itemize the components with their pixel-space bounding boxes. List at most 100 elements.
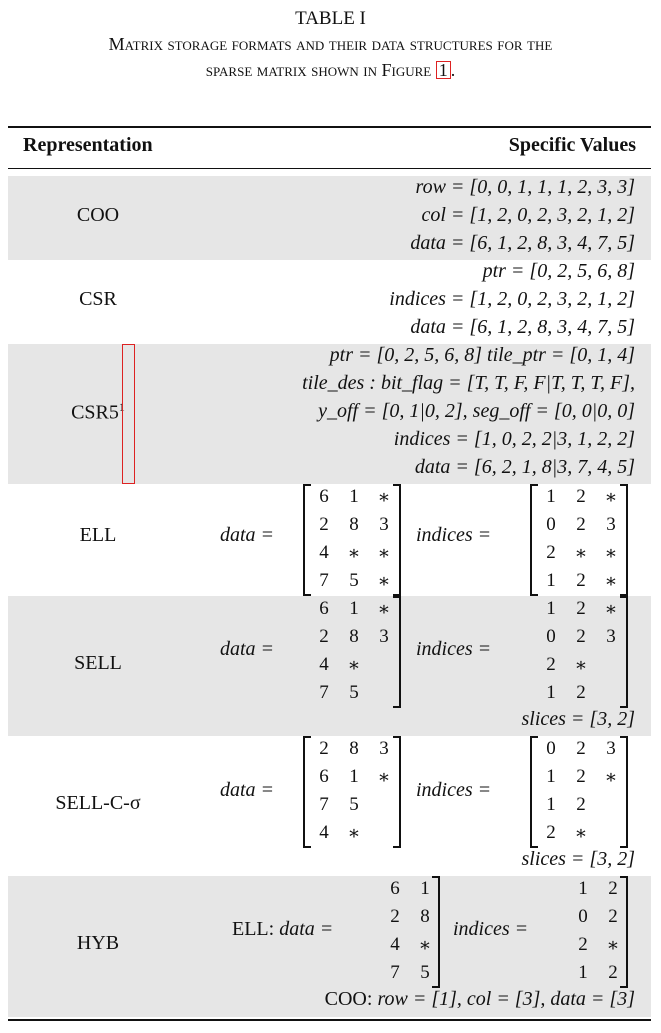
- matrix-cell: 2: [608, 962, 618, 983]
- hyb-indices-label: indices =: [453, 918, 529, 940]
- matrix-cell: 2: [576, 682, 586, 703]
- csr5-ptr-arrays: ptr = [0, 2, 5, 6, 8] tile_ptr = [0, 1, …: [329, 344, 635, 366]
- table-number: TABLE I: [295, 8, 366, 29]
- matrix-cell: 2: [319, 514, 329, 535]
- matrix-cell: 5: [349, 570, 359, 591]
- matrix-cell: ∗: [377, 767, 391, 788]
- top-rule: [8, 126, 651, 128]
- row-coo: COO row = [0, 0, 1, 1, 1, 2, 3, 3] col =…: [8, 176, 651, 260]
- matrix-cell: 1: [546, 486, 556, 507]
- matrix-cell: 1: [349, 598, 359, 619]
- csr-indices-array: indices = [1, 2, 0, 2, 3, 2, 1, 2]: [389, 288, 635, 310]
- matrix-cell: ∗: [347, 543, 361, 564]
- left-bracket: [303, 736, 311, 848]
- matrix-cell: 6: [390, 878, 400, 899]
- figure-reference-link[interactable]: 1: [435, 61, 451, 79]
- matrix-cell: 1: [546, 766, 556, 787]
- row-label: ELL: [79, 524, 117, 546]
- matrix-cell: 2: [576, 738, 586, 759]
- sellc-data-label: data =: [220, 779, 275, 801]
- matrix-cell: ∗: [377, 599, 391, 620]
- right-bracket: [393, 484, 401, 596]
- matrix-cell: 8: [349, 738, 359, 759]
- table-caption-line2: sparse matrix shown in Figure 1.: [205, 60, 456, 80]
- ell-data-label: data =: [220, 524, 275, 546]
- matrix-cell: 5: [349, 794, 359, 815]
- matrix-cell: 4: [319, 654, 329, 675]
- csr5-offsets: y_off = [0, 1|0, 2], seg_off = [0, 0|0, …: [318, 400, 635, 422]
- matrix-cell: 2: [576, 570, 586, 591]
- matrix-cell: 1: [546, 682, 556, 703]
- matrix-cell: 3: [379, 738, 389, 759]
- matrix-cell: 1: [546, 598, 556, 619]
- matrix-cell: 0: [546, 626, 556, 647]
- csr5-indices-array: indices = [1, 0, 2, 2|3, 1, 2, 2]: [393, 428, 635, 450]
- matrix-cell: 2: [546, 654, 556, 675]
- hyb-ell-data-label: ELL: data =: [232, 918, 334, 940]
- matrix-cell: 6: [319, 766, 329, 787]
- matrix-cell: ∗: [574, 823, 588, 844]
- matrix-cell: 7: [319, 682, 329, 703]
- matrix-cell: ∗: [574, 655, 588, 676]
- matrix-cell: ∗: [604, 599, 618, 620]
- matrix-cell: 0: [546, 514, 556, 535]
- matrix-cell: 2: [390, 906, 400, 927]
- matrix-cell: 2: [546, 822, 556, 843]
- matrix-cell: 8: [349, 626, 359, 647]
- coo-row-array: row = [0, 0, 1, 1, 1, 2, 3, 3]: [415, 176, 635, 198]
- row-csr: CSR ptr = [0, 2, 5, 6, 8] indices = [1, …: [8, 260, 651, 344]
- matrix-cell: 0: [546, 738, 556, 759]
- matrix-cell: 3: [379, 514, 389, 535]
- matrix-cell: ∗: [377, 571, 391, 592]
- matrix-cell: 2: [576, 486, 586, 507]
- sell-slices: slices = [3, 2]: [521, 708, 636, 730]
- matrix-cell: 1: [546, 570, 556, 591]
- matrix-cell: 1: [578, 878, 588, 899]
- matrix-cell: ∗: [418, 935, 432, 956]
- matrix-cell: ∗: [604, 543, 618, 564]
- matrix-cell: 5: [349, 682, 359, 703]
- matrix-cell: 1: [349, 766, 359, 787]
- header-rule: [8, 168, 651, 169]
- right-bracket: [432, 876, 440, 988]
- matrix-cell: 3: [606, 738, 616, 759]
- matrix-cell: ∗: [606, 935, 620, 956]
- sellc-slices: slices = [3, 2]: [521, 848, 636, 870]
- matrix-cell: 6: [319, 486, 329, 507]
- matrix-cell: ∗: [347, 655, 361, 676]
- matrix-cell: 2: [578, 934, 588, 955]
- matrix-cell: 1: [349, 486, 359, 507]
- table-caption-line1: Matrix storage formats and their data st…: [108, 34, 553, 54]
- matrix-cell: 2: [546, 542, 556, 563]
- matrix-cell: ∗: [377, 487, 391, 508]
- matrix-cell: 2: [608, 878, 618, 899]
- footnote-link-box[interactable]: [122, 344, 135, 484]
- row-label: SELL-C-σ: [55, 792, 141, 814]
- matrix-cell: 1: [546, 794, 556, 815]
- matrix-cell: 0: [578, 906, 588, 927]
- left-bracket: [530, 484, 538, 596]
- matrix-cell: 7: [390, 962, 400, 983]
- matrix-cell: 3: [606, 514, 616, 535]
- left-bracket: [303, 484, 311, 596]
- matrix-cell: 1: [420, 878, 430, 899]
- csr-ptr-array: ptr = [0, 2, 5, 6, 8]: [482, 260, 635, 282]
- matrix-cell: 3: [606, 626, 616, 647]
- matrix-cell: 4: [390, 934, 400, 955]
- matrix-cell: ∗: [604, 767, 618, 788]
- row-label: CSR51: [71, 400, 125, 424]
- matrix-cell: 5: [420, 962, 430, 983]
- matrix-cell: 8: [349, 514, 359, 535]
- row-label: CSR: [79, 288, 117, 310]
- matrix-cell: ∗: [604, 571, 618, 592]
- matrix-cell: 1: [578, 962, 588, 983]
